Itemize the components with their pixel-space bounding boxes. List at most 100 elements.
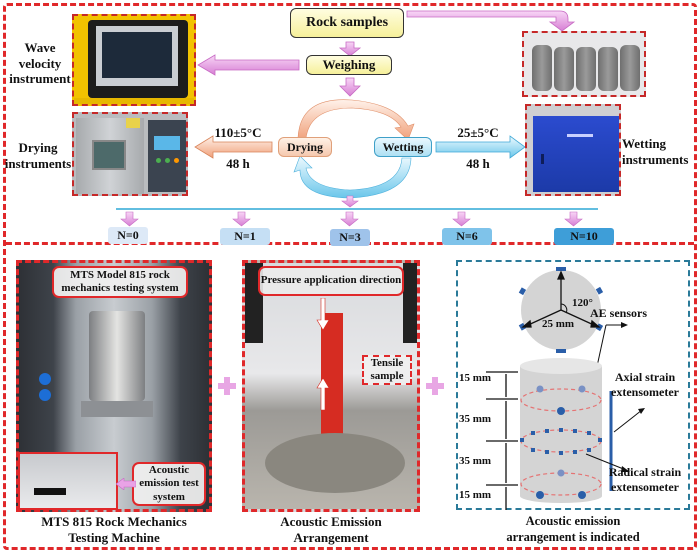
weighing-box: Weighing — [306, 55, 392, 75]
diameter-label: 25 mm — [542, 318, 575, 330]
cabinet-label — [567, 134, 593, 137]
indicator-green-2 — [165, 158, 170, 163]
cycle-n1-label: N=1 — [234, 229, 256, 243]
schematic-caption: Acoustic emission arrangement is indicat… — [456, 514, 690, 545]
ae-system-display — [34, 488, 66, 495]
branch-arrow-2 — [340, 211, 359, 227]
cabinet-handle — [541, 154, 544, 164]
angle-arc — [560, 303, 568, 314]
ae-caption: Acoustic Emission Arrangement — [242, 514, 420, 547]
ae-system-callout-text: Acoustic emission test system — [139, 464, 199, 503]
radical-label: Radical strain extensometer — [608, 465, 682, 494]
rock-core-1 — [532, 45, 552, 91]
case-edge — [74, 98, 194, 104]
arrowhead — [557, 270, 565, 280]
cycle-n3: N=3 — [330, 229, 370, 246]
outer-frame — [3, 3, 697, 550]
radical-pointer — [585, 453, 627, 471]
indicator-green — [156, 158, 161, 163]
strain-gauge — [598, 438, 602, 442]
base-platen — [265, 433, 405, 493]
mts-callout: MTS Model 815 rock mechanics testing sys… — [52, 266, 188, 298]
water-bath-cabinet — [533, 116, 619, 192]
sensor-mark — [556, 267, 566, 271]
cell-base — [81, 401, 153, 417]
plus-icon — [218, 377, 236, 395]
rock-samples-box: Rock samples — [290, 8, 404, 38]
drying-instruments-label: Drying instruments — [4, 140, 72, 171]
strain-gauge — [587, 431, 591, 435]
dim-label-1: 15 mm — [459, 372, 492, 384]
rock-samples-photo — [522, 31, 646, 97]
arrow-cycle-down — [341, 195, 359, 208]
schematic-frame — [456, 260, 690, 510]
cycle-n1: N=1 — [220, 228, 270, 245]
wave-velocity-photo — [72, 14, 196, 106]
cycle-n6-label: N=6 — [456, 229, 478, 243]
axial-label: Axial strain extensometer — [611, 370, 679, 399]
arrowhead — [621, 466, 630, 472]
strain-gauge — [559, 451, 563, 455]
red-specimen — [321, 313, 343, 463]
sensor-dot — [578, 385, 586, 393]
ae-sensors-label: AE sensors — [590, 306, 648, 320]
pressure-cell — [89, 311, 145, 401]
cycle-n0: N=0 — [108, 227, 148, 244]
wetting-duration: 48 h — [466, 156, 490, 171]
tablet-screen — [102, 32, 172, 78]
cycle-n10-label: N=10 — [570, 229, 598, 243]
arrowhead — [521, 319, 532, 328]
angle-label: 120° — [572, 297, 593, 309]
pressure-arrow-up — [316, 377, 330, 411]
branch-arrow-4 — [564, 211, 583, 227]
ae-schematic — [486, 267, 645, 510]
indicator-orange — [174, 158, 179, 163]
tensile-callout: Tensile sample — [362, 355, 412, 385]
mts-caption: MTS 815 Rock Mechanics Testing Machine — [16, 514, 212, 547]
rock-core-4 — [598, 47, 618, 91]
drying-temperature: 110±5°C — [214, 125, 262, 140]
rock-samples-label: Rock samples — [305, 15, 389, 30]
strain-gauge — [587, 448, 591, 452]
arrowhead — [590, 319, 601, 328]
safety-sign — [39, 373, 51, 385]
control-display — [154, 136, 180, 150]
arrow-to-samples — [406, 10, 576, 32]
control-panel — [148, 120, 186, 192]
oven-window — [92, 140, 126, 170]
schematic-caption-line1: Acoustic emission — [525, 514, 621, 528]
radius-line-left — [525, 309, 562, 327]
arrow-to-drying-inst — [194, 135, 273, 159]
sensor-mark — [556, 349, 566, 353]
ae-system-photo — [18, 452, 118, 510]
arrow-weighing-cycle — [339, 77, 361, 97]
mts-caption-line2: Testing Machine — [68, 530, 160, 546]
strain-gauge — [545, 450, 549, 454]
branch-arrows — [120, 211, 583, 227]
warning-sticker — [126, 118, 140, 128]
mts-caption-line1: MTS 815 Rock Mechanics — [41, 514, 187, 529]
rock-core-2 — [554, 47, 574, 91]
pressure-arrows — [316, 298, 330, 411]
radius-line-right — [560, 309, 597, 327]
weighing-label: Weighing — [322, 57, 376, 72]
sensor-dot — [578, 491, 586, 499]
sensor-mark — [595, 286, 604, 295]
branch-arrow-3 — [452, 211, 471, 227]
tensile-callout-text: Tensile sample — [370, 357, 404, 382]
wetting-instruments-label: Wetting instruments — [622, 136, 689, 167]
schematic-caption-line2: arrangement is indicated — [506, 529, 640, 544]
rock-core-3 — [576, 47, 596, 91]
arrow-to-wetting-inst — [435, 135, 526, 159]
ae-caption-line2: Arrangement — [293, 530, 369, 546]
safety-sign-2 — [39, 389, 51, 401]
drying-instruments-photo — [72, 112, 188, 196]
branch-arrow-0 — [120, 211, 139, 227]
arc-drying-to-wetting — [297, 99, 415, 141]
strain-gauge — [573, 429, 577, 433]
spring-right — [403, 263, 417, 343]
arc-wetting-to-drying — [293, 155, 412, 199]
drying-box: Drying — [278, 137, 332, 157]
axial-pointer — [613, 409, 643, 433]
sensor-dot — [557, 407, 565, 415]
